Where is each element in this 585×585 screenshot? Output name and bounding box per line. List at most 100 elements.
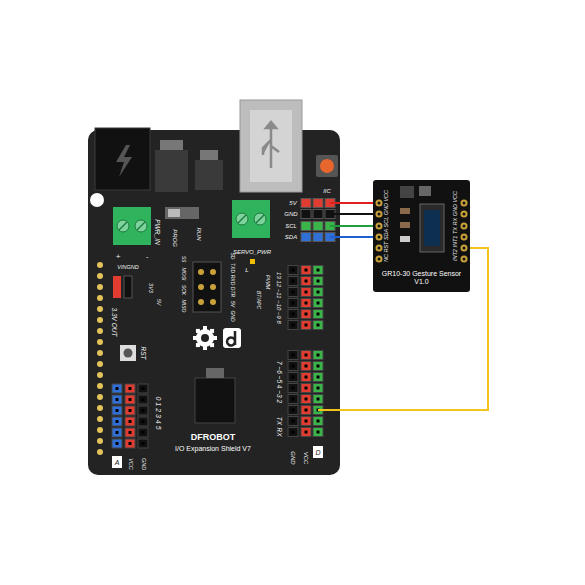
dc-jack <box>95 128 150 190</box>
pin-hole <box>378 225 381 228</box>
digital-pin <box>288 373 298 382</box>
silkscreen-label: + <box>116 253 121 261</box>
pin-hole <box>305 420 308 423</box>
silkscreen-label: RXD <box>230 275 235 286</box>
pin-hole <box>116 387 119 390</box>
silkscreen-label: SDA <box>285 234 297 240</box>
silkscreen-label: L <box>245 267 248 273</box>
silkscreen-label: PWR_IN <box>154 219 161 244</box>
terminal-screw <box>135 220 147 232</box>
analog-pin <box>112 439 122 448</box>
silkscreen-label: SCK <box>181 285 186 295</box>
silkscreen-label: GND <box>290 451 296 464</box>
digital-pin <box>288 266 298 275</box>
sensor-pin <box>461 211 468 218</box>
gear-logo <box>196 329 214 347</box>
pin-hole <box>378 258 381 261</box>
analog-pin <box>138 395 148 404</box>
prog-switch <box>165 207 199 219</box>
icsp-pin <box>210 269 216 275</box>
silkscreen-label: DTR <box>230 287 235 297</box>
header-pin <box>97 328 103 334</box>
digital-pin <box>301 299 311 308</box>
pin-hole <box>317 387 320 390</box>
pin-hole <box>292 420 295 423</box>
sensor-chip <box>400 186 414 198</box>
wire-stub <box>318 409 341 411</box>
digital-pin <box>301 362 311 371</box>
iic-pin <box>301 233 311 242</box>
usb-symbol <box>263 122 279 168</box>
digital-pin <box>288 406 298 415</box>
iic-pin <box>301 210 311 219</box>
sensor-pin <box>376 223 383 230</box>
sensor-pin <box>376 245 383 252</box>
silkscreen-label: RST <box>140 347 147 360</box>
silkscreen-label: SCL <box>285 223 297 229</box>
icsp-pin <box>210 284 216 290</box>
sensor-part <box>419 186 431 196</box>
jumper-wire <box>340 225 373 227</box>
icsp-pin <box>198 284 204 290</box>
silkscreen-label: INT2 INT1 TX RX GND VCC <box>453 191 459 261</box>
pin-hole <box>305 313 308 316</box>
gear-tooth <box>210 329 214 333</box>
silkscreen-label: 5V <box>230 301 235 307</box>
digital-pin <box>301 395 311 404</box>
chip-tab <box>206 368 224 378</box>
silkscreen-label: 7 ~6 ~5 4 ~3 2 <box>276 361 283 403</box>
pin-hole <box>142 431 145 434</box>
header-pin <box>97 284 103 290</box>
screw-slot <box>238 215 246 223</box>
module-label: GR10-30 Gesture Sensor V1.0 <box>379 270 464 286</box>
iic-pin <box>301 199 311 208</box>
analog-pin <box>138 439 148 448</box>
pin-hole <box>292 365 295 368</box>
digital-pin <box>313 299 323 308</box>
pin-hole <box>292 354 295 357</box>
rst-button <box>120 345 136 361</box>
pin-hole <box>142 398 145 401</box>
pin-hole <box>317 376 320 379</box>
digital-pin <box>313 395 323 404</box>
header-pin <box>97 383 103 389</box>
icsp-header <box>193 262 221 312</box>
analog-tag <box>112 456 122 468</box>
header-pin <box>97 262 103 268</box>
gear-tooth <box>213 336 217 340</box>
digital-pin <box>313 417 323 426</box>
regulator-tab <box>200 150 218 160</box>
silkscreen-label: MISO <box>181 300 186 313</box>
pin-hole <box>317 324 320 327</box>
digital-pin <box>313 351 323 360</box>
pin-hole <box>129 409 132 412</box>
silkscreen-label: SD <box>230 253 235 260</box>
digital-pin <box>301 373 311 382</box>
digital-pin <box>301 310 311 319</box>
pin-hole <box>129 387 132 390</box>
analog-pin <box>138 428 148 437</box>
pin-hole <box>317 313 320 316</box>
pin-hole <box>142 420 145 423</box>
jumper-wire <box>340 248 488 410</box>
mounting-hole <box>90 193 104 207</box>
pin-hole <box>116 409 119 412</box>
silkscreen-label: RUN <box>196 228 202 241</box>
board-label: DFROBOT <box>148 432 278 442</box>
pin-hole <box>317 302 320 305</box>
header-pin <box>97 339 103 345</box>
capacitor <box>400 222 410 228</box>
digital-pin <box>301 428 311 437</box>
analog-pin <box>125 428 135 437</box>
iic-pin <box>301 222 311 231</box>
regulator <box>195 160 223 190</box>
digital-pin <box>313 288 323 297</box>
screw-slot <box>137 222 145 230</box>
rst-cap <box>124 349 133 358</box>
silkscreen-label: TXD <box>230 263 235 273</box>
switch-knob <box>168 209 180 217</box>
pin-hole <box>317 280 320 283</box>
wire-stub <box>330 236 341 238</box>
